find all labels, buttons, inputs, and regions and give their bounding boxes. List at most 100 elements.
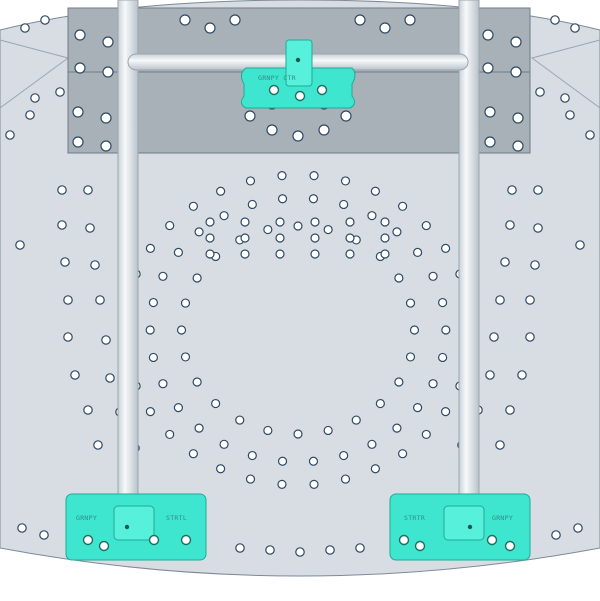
- mount-hole: [394, 273, 404, 283]
- mount-hole: [216, 186, 226, 196]
- mount-hole: [247, 450, 257, 461]
- mount-hole: [205, 233, 215, 243]
- mount-hole: [275, 249, 285, 259]
- mount-hole: [309, 479, 319, 489]
- mount-hole: [240, 233, 250, 243]
- mount-hole: [484, 106, 496, 118]
- mount-hole: [180, 298, 191, 308]
- mount-hole: [379, 22, 391, 34]
- mount-hole: [293, 429, 303, 439]
- mount-hole: [428, 271, 438, 281]
- mount-hole: [486, 534, 498, 546]
- mount-hole: [551, 530, 561, 540]
- mount-hole: [485, 370, 495, 380]
- mount-hole: [340, 176, 351, 186]
- mount-bl-label-right: STRTL: [166, 514, 187, 522]
- mount-br-clamp: [443, 505, 485, 541]
- mount-hole: [392, 227, 402, 237]
- mount-hole: [398, 201, 408, 211]
- mount-hole: [570, 23, 580, 33]
- mount-hole: [440, 243, 451, 254]
- mount-br-label-left: STRTR: [404, 514, 425, 522]
- mount-hole: [265, 545, 275, 555]
- mount-hole: [308, 456, 319, 466]
- mount-hole: [25, 110, 35, 120]
- mount-hole: [240, 217, 250, 227]
- clamp-screw-icon: [467, 524, 473, 530]
- mount-hole: [339, 450, 349, 461]
- mount-top-center[interactable]: GRNPY CTR: [240, 39, 356, 109]
- mount-hole: [550, 15, 560, 25]
- mount-hole: [367, 211, 377, 221]
- mount-hole: [204, 22, 216, 34]
- mount-hole: [63, 332, 73, 342]
- mount-hole: [308, 194, 319, 204]
- mount-top-label: GRNPY CTR: [258, 74, 296, 82]
- mount-hole: [345, 249, 355, 259]
- mount-hole: [268, 84, 280, 96]
- mount-hole: [440, 406, 451, 417]
- mount-hole: [510, 66, 522, 78]
- mount-hole: [367, 439, 377, 449]
- mount-hole: [216, 464, 226, 474]
- mount-hole: [535, 87, 545, 97]
- mount-hole: [244, 110, 256, 122]
- mount-hole: [30, 93, 40, 103]
- mount-hole: [345, 217, 355, 227]
- mount-hole: [148, 297, 158, 308]
- mount-hole: [98, 540, 110, 552]
- mount-hole: [219, 439, 229, 449]
- mount-hole: [72, 106, 84, 118]
- rod-left[interactable]: [117, 0, 139, 551]
- mount-hole: [517, 370, 527, 380]
- mount-hole: [173, 247, 183, 258]
- mount-hole-pattern: [82, 84, 516, 552]
- mount-hole: [404, 14, 416, 26]
- mount-hole: [85, 223, 95, 233]
- mount-hole: [102, 66, 114, 78]
- rod-right[interactable]: [458, 0, 480, 551]
- clamp-screw-icon: [295, 57, 301, 63]
- mount-hole: [194, 227, 204, 237]
- mount-hole: [72, 136, 84, 148]
- mount-top-clamp: [285, 39, 313, 87]
- mount-hole: [158, 271, 168, 281]
- mount-hole: [57, 185, 67, 195]
- mount-hole: [105, 373, 115, 383]
- mount-hole: [310, 249, 320, 259]
- mount-hole: [489, 332, 499, 342]
- mount-hole: [205, 217, 215, 227]
- mount-hole: [370, 186, 380, 196]
- mount-hole: [309, 171, 319, 181]
- mount-hole: [5, 130, 15, 140]
- mount-hole: [340, 110, 352, 122]
- mount-hole: [179, 14, 191, 26]
- mount-hole: [60, 257, 70, 267]
- mount-hole: [40, 15, 50, 25]
- mount-hole: [345, 233, 355, 243]
- mount-hole: [90, 260, 100, 270]
- mount-hole: [219, 211, 229, 221]
- mount-hole: [100, 140, 112, 152]
- mount-hole: [148, 534, 160, 546]
- mount-hole: [413, 247, 423, 258]
- mount-hole: [192, 377, 202, 387]
- mount-hole: [277, 456, 288, 466]
- mount-hole: [316, 84, 328, 96]
- mount-hole: [573, 523, 583, 533]
- mount-bottom-left[interactable]: GRNPY STRTL: [65, 493, 207, 561]
- mount-hole: [482, 29, 494, 41]
- mount-br-label-right: GRNPY: [492, 514, 513, 522]
- mount-hole: [20, 23, 30, 33]
- mount-hole: [165, 429, 175, 440]
- mount-hole: [145, 325, 155, 335]
- mount-hole: [405, 352, 416, 362]
- mount-hole: [495, 440, 505, 450]
- mount-hole: [74, 29, 86, 41]
- mount-hole: [74, 62, 86, 74]
- mount-bl-clamp: [113, 505, 155, 541]
- mount-hole: [394, 377, 404, 387]
- mount-hole: [310, 233, 320, 243]
